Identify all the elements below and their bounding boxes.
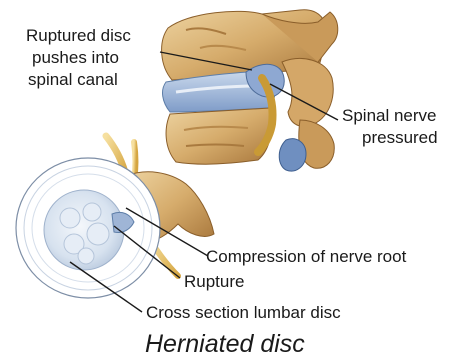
cross-section-disc xyxy=(16,158,160,298)
label-spinal-nerve-line2: pressured xyxy=(362,128,438,147)
label-ruptured-disc-line3: spinal canal xyxy=(28,70,118,89)
label-ruptured-disc-line1: Ruptured disc xyxy=(26,26,131,45)
lower-vertebra xyxy=(166,108,271,164)
label-ruptured-disc-line2: pushes into xyxy=(32,48,119,67)
label-rupture: Rupture xyxy=(184,272,244,291)
label-compression: Compression of nerve root xyxy=(206,247,406,266)
label-cross-section: Cross section lumbar disc xyxy=(146,303,341,322)
label-spinal-nerve-line1: Spinal nerve xyxy=(342,106,437,125)
caption: Herniated disc xyxy=(145,330,305,359)
